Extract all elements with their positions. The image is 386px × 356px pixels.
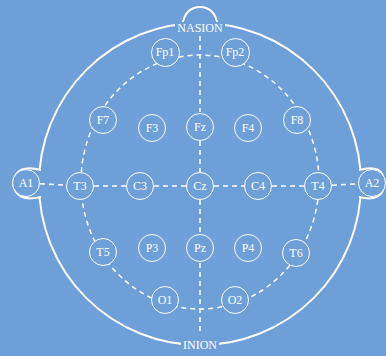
head-outline (39, 23, 361, 345)
electrode-label: A1 (19, 177, 34, 189)
dashed-connector (154, 185, 186, 187)
electrode-circle: A2 (358, 169, 386, 197)
electrode-circle: T4 (304, 172, 332, 200)
dashed-connector (332, 184, 358, 185)
electrode-circle: F8 (283, 106, 311, 134)
electrode-circle: F3 (138, 114, 166, 142)
electrode-label: P4 (242, 242, 255, 254)
midline-bottom (199, 263, 201, 334)
electrode-label: T5 (96, 246, 109, 258)
electrode-label: O1 (158, 294, 173, 306)
electrode-circle: T6 (282, 239, 310, 267)
electrode-circle: T3 (66, 172, 94, 200)
electrode-label: P3 (146, 242, 159, 254)
electrode-circle: O2 (221, 286, 249, 314)
electrode-circle: F7 (89, 106, 117, 134)
electrode-circle: P4 (234, 234, 262, 262)
electrode-label: F4 (242, 122, 255, 134)
electrode-circle: C3 (126, 172, 154, 200)
electrode-label: F7 (97, 114, 110, 126)
electrode-label: T4 (311, 180, 324, 192)
dashed-connector (272, 185, 304, 187)
dashed-connector (40, 184, 66, 185)
electrode-circle: P3 (138, 234, 166, 262)
midline-top (199, 36, 201, 112)
electrode-circle: Fz (186, 113, 214, 141)
dashed-connector (94, 185, 126, 187)
landmark-label: INION (181, 339, 219, 351)
electrode-label: C4 (251, 180, 265, 192)
electrode-label: Fz (194, 121, 206, 133)
electrode-label: O2 (228, 294, 243, 306)
electrode-circle: Cz (186, 172, 214, 200)
electrode-circle: Pz (186, 234, 214, 262)
dashed-connector (214, 185, 244, 187)
electrode-label: C3 (133, 180, 147, 192)
electrode-label: F3 (146, 122, 159, 134)
electrode-label: A2 (365, 177, 380, 189)
electrode-circle: T5 (89, 238, 117, 266)
dashed-connector (199, 141, 201, 172)
electrode-circle: C4 (244, 172, 272, 200)
landmark-label: NASION (175, 22, 224, 34)
electrode-label: Cz (193, 180, 206, 192)
electrode-label: Pz (194, 242, 206, 254)
electrode-circle: F4 (234, 114, 262, 142)
electrode-circle: Fp1 (151, 38, 180, 67)
electrode-label: T3 (73, 180, 86, 192)
electrode-circle: O1 (151, 286, 179, 314)
left-ear (13, 168, 41, 198)
electrode-label: Fp1 (156, 46, 175, 58)
dashed-connector (199, 200, 201, 234)
electrode-circle: A1 (12, 169, 40, 197)
electrode-label: T6 (289, 247, 302, 259)
electrode-label: F8 (291, 114, 304, 126)
electrode-label: Fp2 (226, 46, 245, 58)
electrode-circle: Fp2 (221, 38, 250, 67)
